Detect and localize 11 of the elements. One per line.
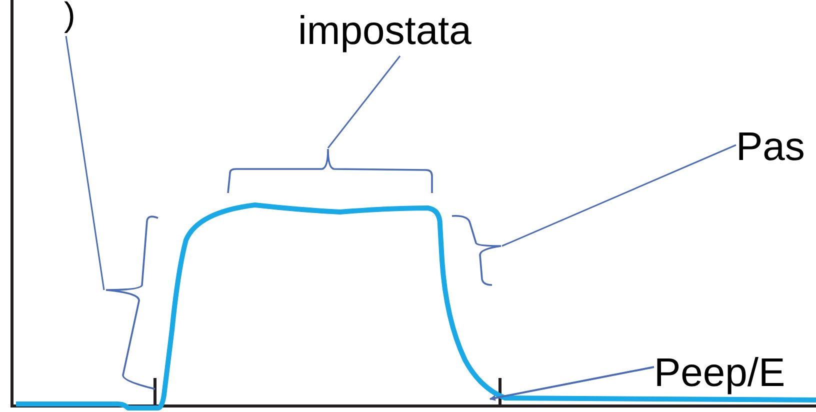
callout-label: ) [64,0,76,36]
callout-label: impostata [298,8,472,54]
callout-label: Pas [736,124,805,170]
leader-line [65,36,105,290]
leader-line [327,56,401,148]
curly-brace [104,213,160,393]
leader-line [502,144,736,247]
callout-label: Peep/E [654,350,786,396]
leader-arrow [489,366,654,401]
curly-brace [450,213,502,289]
curly-brace [226,148,434,196]
